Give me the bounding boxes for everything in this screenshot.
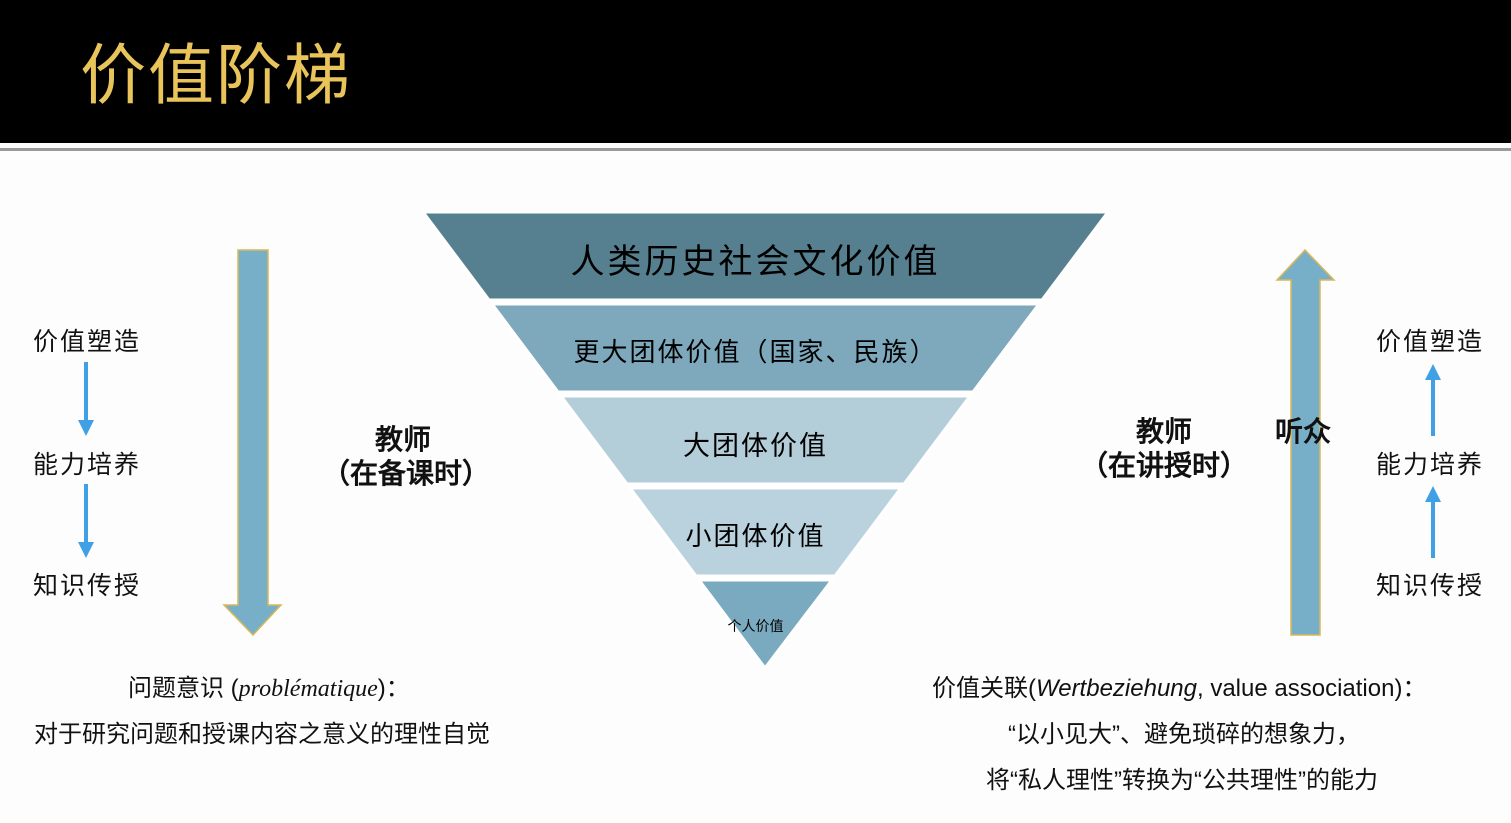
small-down-arrow (78, 362, 94, 436)
slide-title: 价值阶梯 (80, 37, 352, 114)
right-note-line3: 将“私人理性”转换为“公共理性”的能力 (986, 767, 1378, 794)
left-context: （在备课时） (322, 458, 491, 489)
note-prefix: 价值关联( (932, 675, 1036, 702)
note-suffix: , value association)： (1197, 675, 1427, 702)
left-step-3: 知识传授 (33, 571, 142, 600)
right-note-line2: “以小见大”、避免琐碎的想象力， (1008, 721, 1360, 748)
up-arrow-big (1275, 248, 1336, 636)
pyramid-level-1 (420, 210, 1111, 302)
right-note-line1: 价值关联(Wertbeziehung, value association)： (932, 668, 1426, 703)
note-prefix: 问题意识 ( (128, 675, 239, 702)
note-suffix: )： (377, 675, 410, 702)
note-term: problématique (238, 676, 378, 702)
down-arrow-big (222, 249, 283, 637)
right-step-1: 价值塑造 (1376, 327, 1485, 356)
left-note-line1: 问题意识 (problématique)： (128, 668, 410, 703)
right-step-2: 能力培养 (1376, 450, 1485, 479)
title-bar (0, 0, 1511, 143)
pyramid-level-5 (696, 578, 836, 671)
left-step-2: 能力培养 (33, 450, 142, 479)
level-1-label: 人类历史社会文化价值 (570, 242, 941, 282)
right-context: （在讲授时） (1080, 450, 1249, 481)
right-step-3: 知识传授 (1376, 571, 1485, 600)
level-5-label: 个人价值 (727, 619, 784, 635)
small-up-arrow (1425, 486, 1441, 558)
small-down-arrow (78, 484, 94, 558)
left-role: 教师 (375, 424, 432, 455)
small-up-arrow (1425, 364, 1441, 436)
right-role: 教师 (1136, 416, 1193, 447)
left-note-line2: 对于研究问题和授课内容之意义的理性自觉 (34, 721, 490, 748)
pyramid-level-3 (558, 394, 973, 486)
note-term: Wertbeziehung (1036, 675, 1197, 702)
pyramid-level-4 (627, 486, 904, 578)
divider (0, 148, 1511, 151)
level-3-label: 大团体价值 (683, 431, 828, 462)
level-2-label: 更大团体价值（国家、民族） (573, 338, 938, 368)
left-step-1: 价值塑造 (33, 327, 142, 356)
level-4-label: 小团体价值 (685, 522, 826, 552)
pyramid-level-2 (489, 302, 1042, 394)
audience-label: 听众 (1275, 416, 1332, 447)
